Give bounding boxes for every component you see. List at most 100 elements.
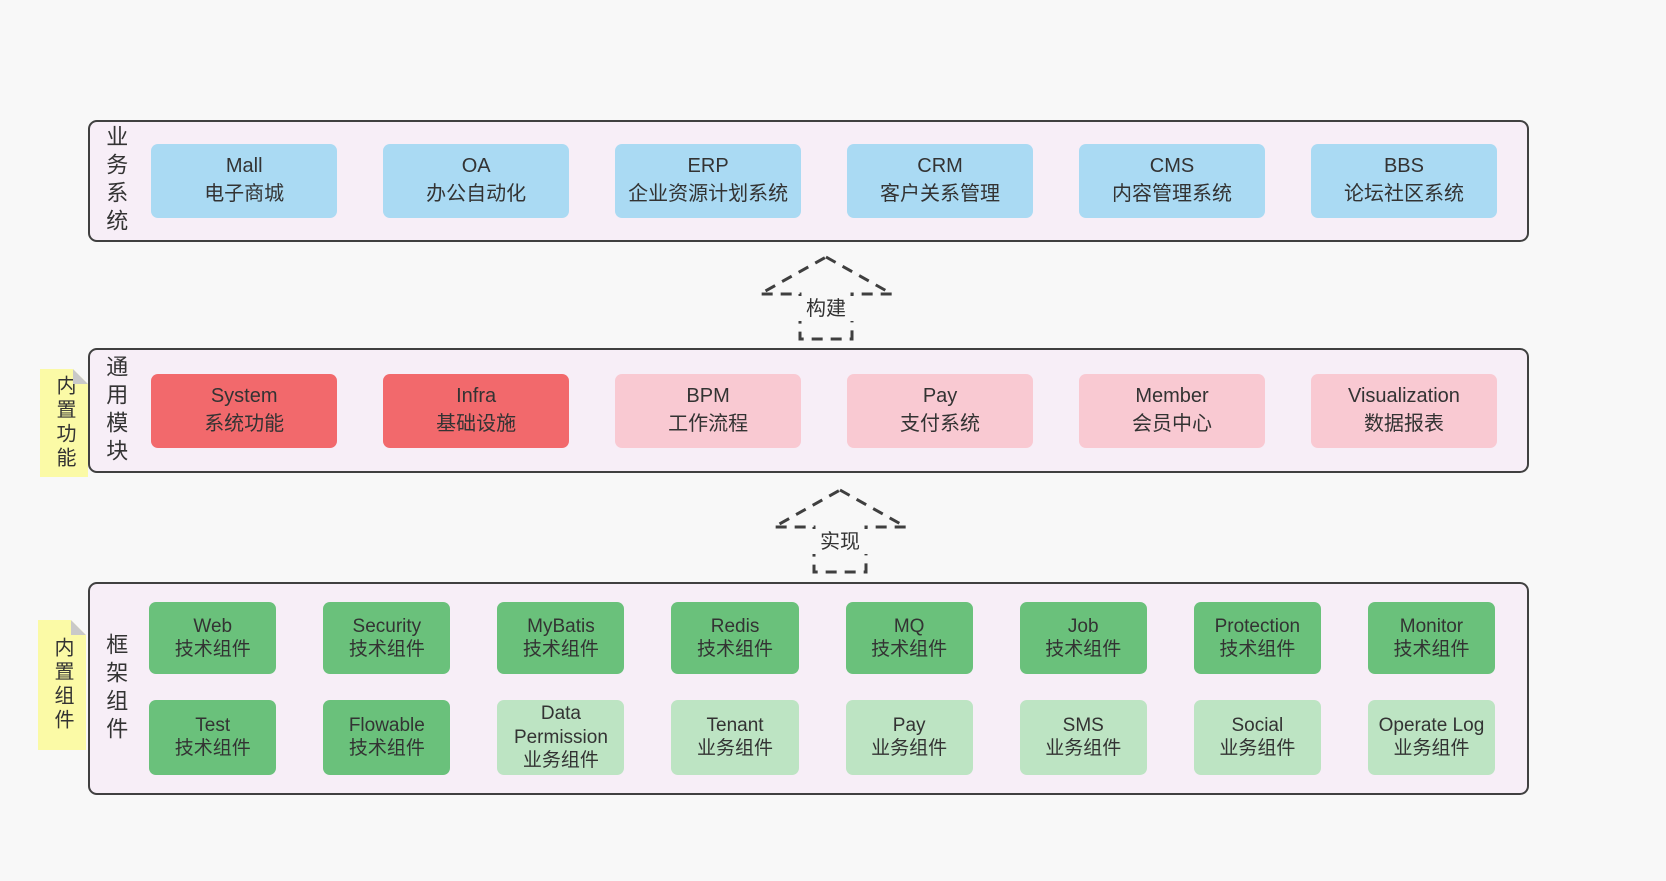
box-title: Test <box>195 714 231 736</box>
box-title: MyBatis <box>527 615 595 637</box>
box-job: Job 技术组件 <box>1019 602 1147 675</box>
box-bbs: BBS 论坛社区系统 <box>1310 144 1497 218</box>
box-monitor: Monitor 技术组件 <box>1367 602 1495 675</box>
box-system: System 系统功能 <box>151 373 338 448</box>
box-oa: OA 办公自动化 <box>383 144 570 218</box>
box-subtitle: 技术组件 <box>1219 639 1296 661</box>
panel-framework-components: 框架组件 Web 技术组件 Security 技术组件 MyBatis 技术组件… <box>88 582 1529 795</box>
box-title: Infra <box>456 384 497 407</box>
box-pay-component: Pay 业务组件 <box>845 700 973 775</box>
box-subtitle: 技术组件 <box>348 639 425 661</box>
box-subtitle: 业务组件 <box>1393 738 1470 760</box>
box-title: MQ <box>893 615 925 637</box>
modules-box-row: System 系统功能 Infra 基础设施 BPM 工作流程 Pay 支付系统… <box>127 350 1527 471</box>
box-title: Monitor <box>1399 615 1464 637</box>
box-subtitle: 电子商城 <box>204 183 285 205</box>
box-title: Redis <box>710 615 760 637</box>
box-subtitle: 业务组件 <box>1219 738 1296 760</box>
panel-label-components: 框架组件 <box>103 632 129 745</box>
box-subtitle: 论坛社区系统 <box>1343 183 1464 205</box>
box-erp: ERP 企业资源计划系统 <box>615 144 802 218</box>
box-title: ERP <box>687 155 729 178</box>
box-title: Operate Log <box>1378 714 1485 736</box>
box-title: Flowable <box>348 714 425 736</box>
sticky-label: 内置组件 <box>51 637 73 733</box>
box-sms: SMS 业务组件 <box>1019 700 1147 775</box>
box-test: Test 技术组件 <box>149 700 277 775</box>
sticky-note-built-in-features: 内置功能 <box>40 369 88 477</box>
box-title: Security <box>352 615 422 637</box>
business-box-row: Mall 电子商城 OA 办公自动化 ERP 企业资源计划系统 CRM 客户关系… <box>127 122 1527 240</box>
arrow-label-backdrop <box>798 296 854 321</box>
box-subtitle: 工作流程 <box>668 412 749 435</box>
box-subtitle: 技术组件 <box>174 738 251 760</box>
box-title: Pay <box>892 714 926 736</box>
box-subtitle: 业务组件 <box>522 750 599 772</box>
box-subtitle: 会员中心 <box>1132 412 1212 435</box>
box-flowable: Flowable 技术组件 <box>323 700 451 775</box>
box-bpm: BPM 工作流程 <box>615 373 802 448</box>
box-title: Visualization <box>1347 384 1460 407</box>
box-title: OA <box>461 155 491 178</box>
box-mybatis: MyBatis 技术组件 <box>497 602 625 675</box>
box-visualization: Visualization 数据报表 <box>1310 373 1497 448</box>
box-pay-module: Pay 支付系统 <box>847 373 1034 448</box>
box-title: Data Permission <box>513 703 608 748</box>
box-title: Protection <box>1214 615 1301 637</box>
box-cms: CMS 内容管理系统 <box>1079 144 1265 218</box>
box-mall: Mall 电子商城 <box>151 144 338 218</box>
box-title: Web <box>193 615 233 637</box>
box-subtitle: 技术组件 <box>1393 639 1470 661</box>
implement-up-arrow-icon: 实现 <box>770 488 910 574</box>
box-subtitle: 基础设施 <box>436 412 517 435</box>
box-title: BPM <box>686 384 730 407</box>
arrow-label-backdrop <box>812 529 868 554</box>
box-title: CMS <box>1149 155 1195 178</box>
panel-label-business: 业务系统 <box>103 125 129 237</box>
build-arrow-label: 构建 <box>806 297 846 320</box>
box-subtitle: 数据报表 <box>1363 412 1444 435</box>
box-crm: CRM 客户关系管理 <box>847 144 1034 218</box>
box-operate-log: Operate Log 业务组件 <box>1367 700 1495 775</box>
implement-arrow-label: 实现 <box>820 530 860 553</box>
box-subtitle: 技术组件 <box>522 639 599 661</box>
box-redis: Redis 技术组件 <box>671 602 799 675</box>
box-subtitle: 办公自动化 <box>426 183 527 205</box>
box-subtitle: 技术组件 <box>871 639 948 661</box>
box-subtitle: 企业资源计划系统 <box>628 183 789 205</box>
box-subtitle: 系统功能 <box>204 412 285 435</box>
box-title: Job <box>1067 615 1099 637</box>
box-title: Mall <box>225 155 263 178</box>
box-title: Member <box>1135 384 1209 407</box>
panel-label-modules: 通用模块 <box>103 354 129 467</box>
box-title: BBS <box>1383 155 1424 178</box>
box-subtitle: 技术组件 <box>697 639 774 661</box>
panel-common-modules: 通用模块 System 系统功能 Infra 基础设施 BPM 工作流程 Pay… <box>88 348 1529 473</box>
box-data-permission: Data Permission 业务组件 <box>497 700 625 775</box>
box-title: Tenant <box>706 714 764 736</box>
box-subtitle: 业务组件 <box>697 738 774 760</box>
box-title: Pay <box>922 384 958 407</box>
box-title: System <box>210 384 278 407</box>
box-subtitle: 技术组件 <box>174 639 251 661</box>
box-subtitle: 业务组件 <box>1045 738 1122 760</box>
box-title: Social <box>1231 714 1284 736</box>
box-mq: MQ 技术组件 <box>845 602 973 675</box>
box-tenant: Tenant 业务组件 <box>671 700 799 775</box>
box-infra: Infra 基础设施 <box>383 373 570 448</box>
build-up-arrow-icon: 构建 <box>756 255 896 341</box>
box-subtitle: 技术组件 <box>1045 639 1122 661</box>
box-protection: Protection 技术组件 <box>1193 602 1321 675</box>
box-subtitle: 技术组件 <box>348 738 425 760</box>
box-subtitle: 客户关系管理 <box>880 183 1001 205</box>
panel-business-systems: 业务系统 Mall 电子商城 OA 办公自动化 ERP 企业资源计划系统 CRM… <box>88 120 1529 242</box>
box-title: CRM <box>917 155 963 178</box>
sticky-note-built-in-components: 内置组件 <box>38 620 86 750</box>
box-title: SMS <box>1062 714 1104 736</box>
components-grid: Web 技术组件 Security 技术组件 MyBatis 技术组件 Redi… <box>127 584 1527 793</box>
box-member: Member 会员中心 <box>1079 373 1265 448</box>
box-web: Web 技术组件 <box>149 602 277 675</box>
box-subtitle: 内容管理系统 <box>1112 183 1232 205</box>
box-social: Social 业务组件 <box>1193 700 1321 775</box>
